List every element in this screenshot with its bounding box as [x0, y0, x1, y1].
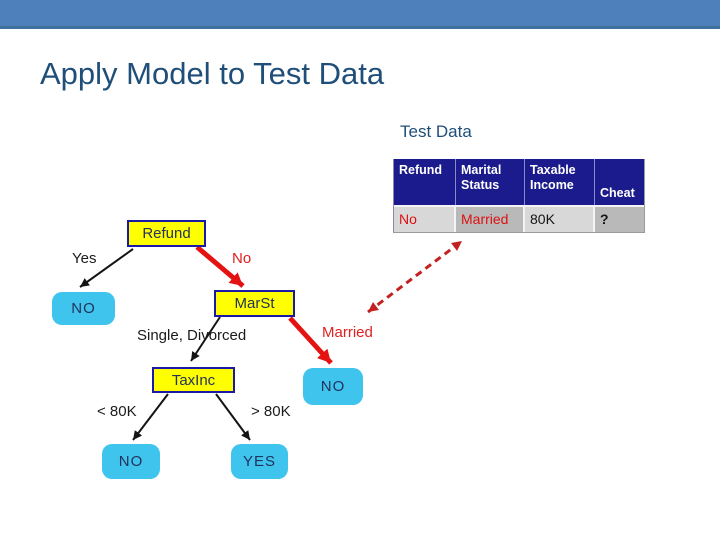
test-data-label: Test Data — [400, 122, 472, 141]
edge-taxinc-low-arrow — [132, 393, 169, 441]
leaf-refund-yes-no: NO — [52, 292, 115, 325]
slide-title: Apply Model to Test Data — [40, 56, 385, 91]
edge-taxinc-high-arrow — [215, 393, 251, 441]
column-header-marital-status: Marital Status — [456, 159, 525, 205]
edge-label-gt-80k: > 80K — [251, 403, 291, 420]
test-record-to-tree-dashed-arrow — [367, 239, 463, 314]
slide-accent-bar — [0, 0, 720, 29]
leaf-married-no: NO — [303, 368, 363, 405]
cell-taxable-income-value: 80K — [525, 205, 595, 232]
edge-label-married: Married — [322, 324, 373, 341]
leaf-income-low-no: NO — [102, 444, 160, 479]
leaf-income-high-yes: YES — [231, 444, 288, 479]
test-data-table: Refund Marital Status Taxable Income Che… — [393, 159, 645, 233]
node-marst: MarSt — [214, 290, 295, 317]
cell-cheat-value: ? — [595, 205, 644, 232]
edge-label-single-divorced: Single, Divorced — [137, 327, 247, 344]
column-header-taxable-income: Taxable Income — [525, 159, 595, 205]
edge-label-no: No — [232, 250, 252, 267]
node-taxinc: TaxInc — [152, 367, 235, 393]
cell-marital-status-value: Married — [456, 205, 525, 232]
edge-label-lt-80k: < 80K — [97, 403, 137, 420]
node-refund: Refund — [127, 220, 206, 247]
edge-label-yes: Yes — [72, 250, 97, 267]
cell-refund-value: No — [394, 205, 456, 232]
column-header-cheat: Cheat — [595, 159, 644, 205]
column-header-refund: Refund — [394, 159, 456, 205]
